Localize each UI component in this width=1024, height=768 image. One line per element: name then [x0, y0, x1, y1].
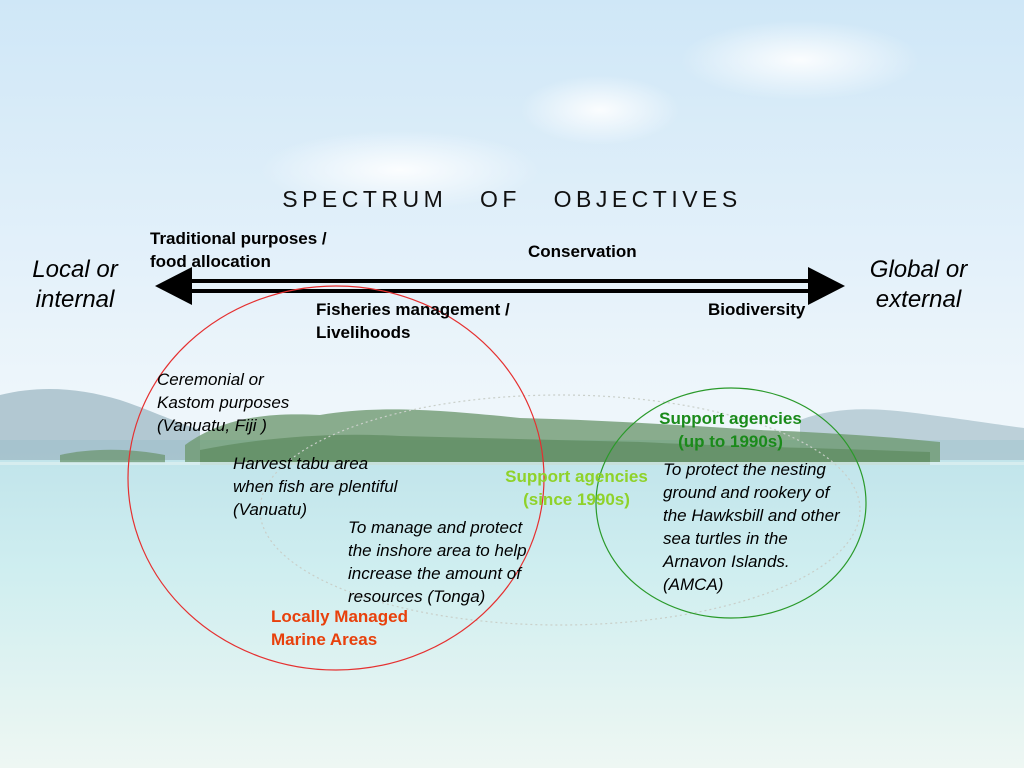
ceremonial-example: Ceremonial or Kastom purposes (Vanuatu, … [157, 370, 290, 435]
support-agencies-since-1990s-dotted-ellipse [259, 394, 861, 626]
local-internal-label: Local or internal [32, 256, 118, 313]
biodiversity-label: Biodiversity [708, 300, 806, 319]
support-agencies-1990s-label: Support agencies (up to 1990s) [659, 409, 802, 451]
diagram-title: SPECTRUM OF OBJECTIVES [282, 186, 742, 212]
harvest-tabu-example: Harvest tabu area when fish are plentifu… [233, 454, 398, 519]
traditional-purposes-label: Traditional purposes / food allocation [150, 229, 327, 271]
conservation-label: Conservation [528, 242, 637, 261]
fisheries-management-label: Fisheries management / Livelihoods [316, 300, 510, 342]
left-arrowhead [155, 267, 192, 305]
lmma-label: Locally Managed Marine Areas [271, 607, 408, 649]
support-agencies-since-1990s-label: Support agencies (since 1990s) [505, 467, 648, 509]
support-agencies-circle [595, 387, 867, 619]
tonga-example: To manage and protect the inshore area t… [348, 518, 527, 606]
right-arrowhead [808, 267, 845, 305]
global-external-label: Global or external [869, 256, 968, 313]
amca-example: To protect the nesting ground and rooker… [663, 460, 840, 594]
lmma-circle [127, 285, 545, 671]
double-arrow [155, 267, 845, 305]
